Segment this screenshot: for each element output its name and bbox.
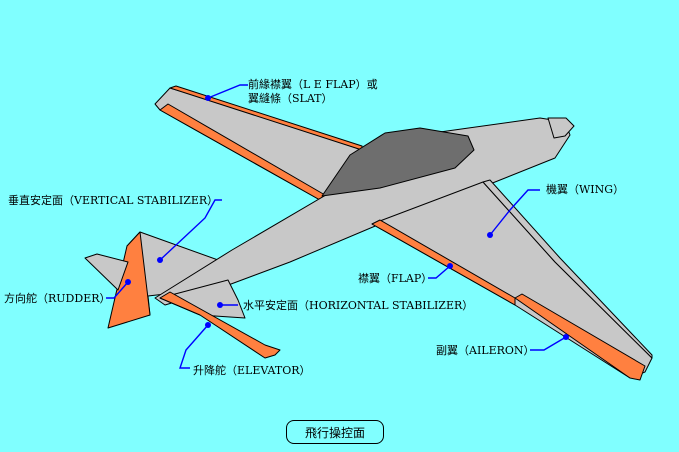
aileron-marker	[563, 334, 569, 340]
aileron-leader	[530, 336, 567, 351]
left-horizontal-stabilizer	[84, 253, 129, 291]
le-flap-surface	[169, 85, 363, 151]
elevator-label: 升降舵（ELEVATOR）	[193, 364, 311, 377]
flap-leader	[428, 265, 451, 279]
vertical-stabilizer-label: 垂直安定面（VERTICAL STABILIZER）	[8, 194, 219, 207]
le-flap-label: 前緣襟翼（L E FLAP）或	[248, 78, 378, 91]
rudder-marker	[125, 279, 131, 285]
vertical-stabilizer-marker	[157, 257, 163, 263]
le-flap-marker	[205, 95, 211, 101]
vertical-stabilizer-leader	[159, 199, 222, 261]
elevator-surface	[159, 291, 281, 359]
aileron-surface	[514, 293, 646, 381]
aileron-label: 副翼（AILERON）	[436, 344, 535, 357]
propeller-spinner	[547, 117, 575, 139]
le-flap-leader	[207, 84, 248, 99]
flap-marker	[447, 263, 453, 269]
elevator-marker	[205, 322, 211, 328]
slat-label: 翼縫條（SLAT）	[248, 92, 333, 105]
horizontal-stabilizer-marker	[217, 302, 223, 308]
right-wing-leading-edge	[482, 179, 653, 359]
wing-label: 機翼（WING）	[546, 183, 625, 196]
canopy	[321, 127, 475, 197]
wing-leader	[489, 189, 540, 236]
flight-controls-button[interactable]: 飛行操控面	[286, 420, 384, 444]
rudder-leader	[106, 281, 129, 299]
wing-marker	[487, 232, 493, 238]
rudder-label: 方向舵（RUDDER）	[4, 292, 111, 305]
horizontal-stabilizer-label: 水平安定面（HORIZONTAL STABILIZER）	[243, 299, 474, 312]
flap-label: 襟翼（FLAP）	[358, 272, 433, 285]
elevator-leader	[179, 324, 209, 369]
